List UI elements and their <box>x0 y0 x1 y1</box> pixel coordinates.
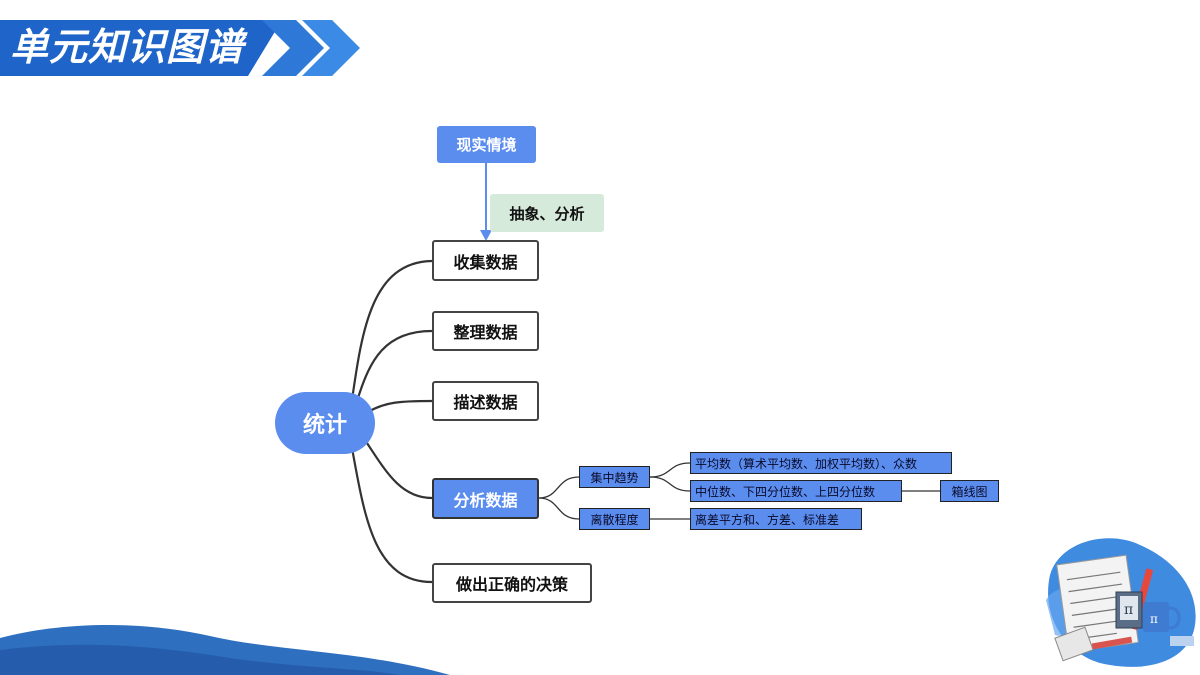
branch-make-decision: 做出正确的决策 <box>432 563 592 603</box>
arrow-label: 抽象、分析 <box>490 194 604 232</box>
mean-mode-node: 平均数（算术平均数、加权平均数）、众数 <box>690 452 952 474</box>
branch-organize-data: 整理数据 <box>432 311 539 351</box>
arrow-head <box>480 230 492 241</box>
page-title: 单元知识图谱 <box>10 25 245 69</box>
top-node-real-situation: 现实情境 <box>437 126 536 163</box>
median-quartiles-node: 中位数、下四分位数、上四分位数 <box>690 480 902 502</box>
dispersion-node: 离散程度 <box>579 508 650 530</box>
variance-node: 离差平方和、方差、标准差 <box>690 508 862 530</box>
branch-collect-data: 收集数据 <box>432 240 539 281</box>
boxplot-node: 箱线图 <box>940 480 999 502</box>
central-tendency-node: 集中趋势 <box>579 466 650 488</box>
branch-analyze-data: 分析数据 <box>432 478 539 519</box>
root-node-statistics: 统计 <box>275 392 375 454</box>
branch-describe-data: 描述数据 <box>432 381 539 421</box>
